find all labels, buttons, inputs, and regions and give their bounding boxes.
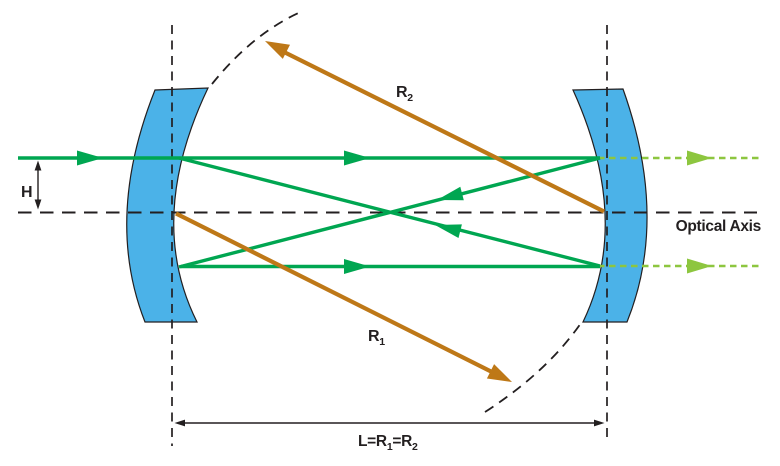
descending-ray-arrowhead-icon: [437, 186, 464, 201]
ascending-ray-arrowhead-icon: [435, 224, 462, 238]
r2-label-subscript: 2: [407, 92, 413, 104]
r2-label: R2: [396, 84, 413, 104]
l-dimension-right-arrowhead-icon: [594, 419, 605, 427]
h-label-text: H: [21, 184, 32, 201]
radius-r1-arrow: [175, 211, 493, 374]
cavity-length-subscript: 1: [387, 441, 393, 453]
transmitted-ray-top-arrowhead-icon: [687, 150, 712, 166]
cavity-length-subscript: 2: [412, 441, 418, 453]
radius-r2-arrow: [283, 50, 605, 214]
h-dimension-top-arrowhead-icon: [34, 160, 42, 171]
r1-label-subscript: 1: [379, 336, 385, 348]
left-concave-mirror: [126, 87, 209, 323]
cavity-length-part: L=R: [358, 433, 387, 450]
transmitted-ray-bottom-arrowhead-icon: [687, 258, 712, 274]
optical-axis-label-text: Optical Axis: [676, 218, 761, 235]
top-ray-mid-arrowhead-icon: [344, 150, 370, 166]
right-concave-mirror: [572, 88, 648, 323]
cavity-length-part: =R: [392, 433, 412, 450]
bottom-curvature-arc: [484, 322, 582, 413]
cavity-length-label: L=R1=R2: [358, 433, 418, 453]
input-ray-arrowhead-icon: [77, 150, 103, 166]
bottom-ray-mid-arrowhead-icon: [344, 259, 370, 274]
h-dimension-bottom-arrowhead-icon: [34, 199, 42, 210]
radius-r1-arrowhead-icon: [486, 364, 512, 382]
optical-axis-label: Optical Axis: [676, 218, 761, 235]
top-curvature-arc: [211, 10, 304, 85]
l-dimension-left-arrowhead-icon: [174, 419, 185, 427]
h-label: H: [21, 184, 32, 201]
r2-label-base: R: [396, 84, 408, 101]
r1-label: R1: [368, 328, 385, 348]
diagonal-ray-ascending: [178, 156, 601, 268]
radius-r2-arrowhead-icon: [265, 41, 290, 59]
r1-label-base: R: [368, 328, 380, 345]
